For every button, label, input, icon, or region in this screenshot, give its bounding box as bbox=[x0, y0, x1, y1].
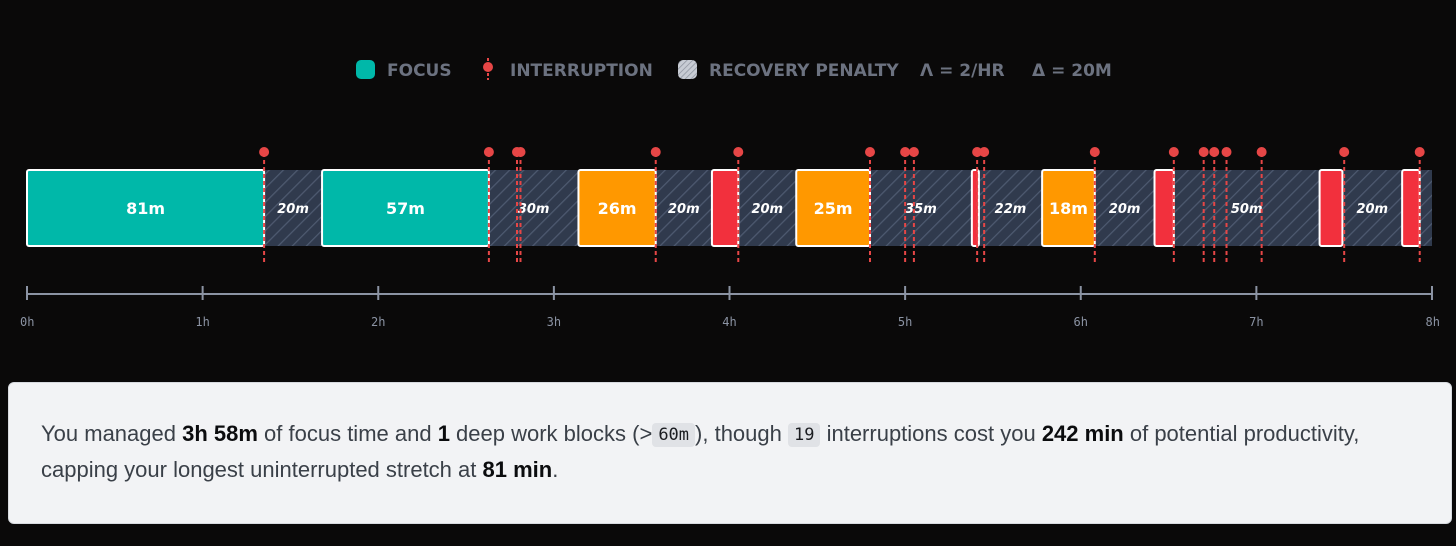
focus-block bbox=[26, 169, 266, 247]
axis-tick-label: 3h bbox=[547, 315, 561, 329]
recovery-penalty-segment bbox=[488, 170, 579, 246]
legend-focus-label: FOCUS bbox=[387, 61, 452, 81]
recovery-penalty-segment bbox=[264, 170, 323, 246]
focus-block bbox=[577, 169, 657, 247]
recovery-penalty-label: 22m bbox=[995, 202, 1027, 217]
legend-interruption-label: INTERRUPTION bbox=[510, 61, 653, 81]
interruption-dot bbox=[1168, 147, 1179, 157]
recovery-penalty-label: 20m bbox=[277, 202, 309, 217]
focus-block bbox=[321, 169, 490, 247]
recovery-penalty-label: 20m bbox=[751, 202, 783, 217]
legend-interruption: INTERRUPTION bbox=[483, 58, 653, 81]
axis-tick-label: 8h bbox=[1426, 315, 1440, 329]
recovery-penalty-segment bbox=[870, 170, 972, 246]
focus-block-label: 18m bbox=[1049, 199, 1088, 218]
axis-tick-label: 0h bbox=[20, 315, 34, 329]
summary-text-1: You managed bbox=[41, 421, 183, 446]
focus-block bbox=[795, 169, 871, 247]
summary-text-4: ), though bbox=[695, 421, 788, 446]
interruption-dot bbox=[1209, 147, 1220, 157]
recovery-penalty-segment bbox=[978, 170, 1043, 246]
focus-block bbox=[1041, 169, 1096, 247]
recovery-penalty-segment bbox=[1094, 170, 1155, 246]
axis-tick-label: 6h bbox=[1074, 315, 1088, 329]
interruption-dot bbox=[1256, 147, 1267, 157]
focus-block bbox=[710, 169, 740, 247]
legend-recovery-swatch bbox=[678, 60, 697, 79]
focus-block-label: 25m bbox=[814, 199, 853, 218]
legend-interruption-dot bbox=[483, 62, 493, 72]
summary-text-7: . bbox=[552, 457, 559, 482]
interruption-dot bbox=[972, 147, 983, 157]
interruption-dot bbox=[1198, 147, 1209, 157]
recovery-penalty-label: 20m bbox=[668, 202, 700, 217]
interruption-dot bbox=[900, 147, 911, 157]
focus-timeline-chart: FOCUS INTERRUPTION RECOVERY PENALTY Λ = … bbox=[20, 58, 1440, 329]
summary-card: You managed 3h 58m of focus time and 1 d… bbox=[8, 382, 1452, 524]
summary-interruptions-code: 19 bbox=[787, 423, 821, 447]
summary-text-3: deep work blocks (> bbox=[449, 421, 653, 446]
recovery-penalty-label: 35m bbox=[905, 202, 937, 217]
summary-longest: 81 min bbox=[482, 457, 553, 482]
summary-deep-blocks: 1 bbox=[437, 421, 450, 446]
axis-tick-label: 5h bbox=[898, 315, 912, 329]
interruption-dot bbox=[865, 147, 875, 157]
recovery-penalty-label: 20m bbox=[1356, 202, 1388, 217]
legend-focus-swatch bbox=[356, 60, 375, 79]
focus-block bbox=[1153, 169, 1175, 247]
recovery-penalty-label: 30m bbox=[518, 202, 550, 217]
axis-tick-label: 7h bbox=[1249, 315, 1263, 329]
legend-recovery: RECOVERY PENALTY bbox=[678, 60, 899, 81]
interruption-marker-layer bbox=[259, 147, 1425, 262]
time-axis: 0h 1h 2h 3h 4h 5h 6h 7h 8h bbox=[20, 286, 1440, 329]
interruption-dot bbox=[259, 147, 270, 157]
interruption-dot bbox=[1221, 147, 1232, 157]
interruption-dot bbox=[650, 147, 661, 157]
legend-delta: Δ = 20M bbox=[1032, 61, 1112, 81]
axis-tick-label: 4h bbox=[722, 315, 736, 329]
focus-block bbox=[1401, 169, 1421, 247]
recovery-penalty-segment bbox=[738, 170, 797, 246]
summary-focus-time: 3h 58m bbox=[182, 421, 258, 446]
summary-cost: 242 min bbox=[1041, 421, 1124, 446]
recovery-penalty-segment bbox=[655, 170, 712, 246]
legend: FOCUS INTERRUPTION RECOVERY PENALTY Λ = … bbox=[356, 58, 1112, 81]
interruption-dot bbox=[515, 147, 526, 157]
focus-block bbox=[1318, 169, 1344, 247]
recovery-penalty-segment bbox=[1419, 170, 1432, 246]
legend-focus: FOCUS bbox=[356, 60, 452, 81]
recovery-penalty-label: 20m bbox=[1109, 202, 1141, 217]
interruption-dot bbox=[1414, 147, 1425, 157]
focus-block-label: 81m bbox=[126, 199, 165, 218]
interruption-dot bbox=[1089, 147, 1100, 157]
recovery-penalty-segment bbox=[1342, 170, 1403, 246]
interruption-dot bbox=[733, 147, 744, 157]
interruption-dot bbox=[908, 147, 919, 157]
focus-block-layer: 81m 57m 26m 25m 18m bbox=[26, 169, 1421, 247]
interruption-dot bbox=[1339, 147, 1350, 157]
recovery-penalty-label: 50m bbox=[1231, 202, 1263, 217]
axis-tick-label: 2h bbox=[371, 315, 385, 329]
legend-lambda: Λ = 2/HR bbox=[920, 61, 1005, 81]
axis-tick-label: 1h bbox=[195, 315, 209, 329]
interruption-dot bbox=[483, 147, 494, 157]
summary-threshold-code: 60m bbox=[652, 423, 696, 447]
legend-recovery-label: RECOVERY PENALTY bbox=[709, 61, 899, 81]
focus-block-label: 26m bbox=[598, 199, 637, 218]
recovery-penalty-segment bbox=[1173, 170, 1320, 246]
focus-block-label: 57m bbox=[386, 199, 425, 218]
summary-text-2: of focus time and bbox=[257, 421, 438, 446]
interruption-dot bbox=[979, 147, 990, 157]
summary-text-5: interruptions cost you bbox=[820, 421, 1042, 446]
summary-text-6: of potential productivity, capping your … bbox=[41, 421, 1360, 482]
